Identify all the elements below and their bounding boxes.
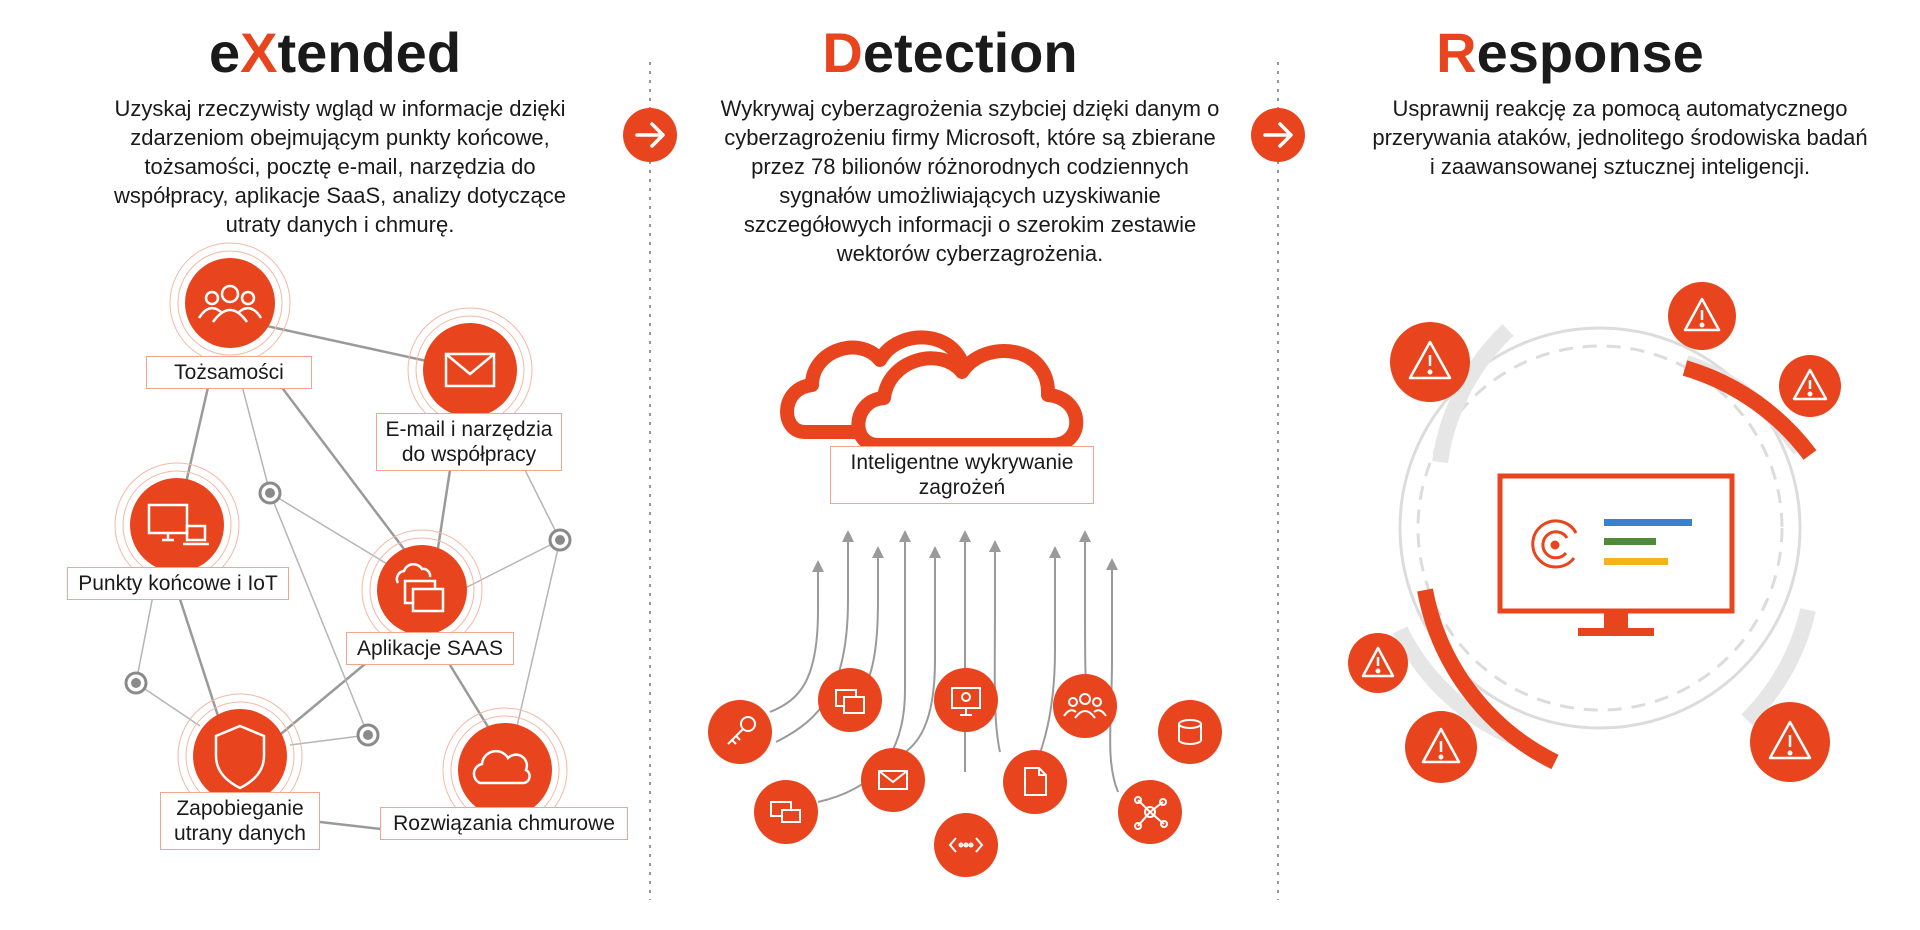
- cloud-label: Rozwiązania chmurowe: [380, 807, 628, 840]
- detection-title-rest: etection: [862, 21, 1078, 84]
- shield-icon: [214, 724, 266, 790]
- monitor-icon: [1497, 473, 1735, 636]
- detection-clouds: [780, 330, 1084, 452]
- extended-title: eXtended: [205, 22, 465, 84]
- endpoints-node: [114, 462, 240, 588]
- cloud-icon: [472, 749, 531, 785]
- endpoints-label: Punkty końcowe i IoT: [67, 567, 289, 600]
- dlp-label: Zapobieganie utrany danych: [160, 792, 320, 850]
- email-label: E-mail i narzędzia do współpracy: [376, 413, 562, 471]
- people-icon: [197, 284, 263, 323]
- arrow-right-icon: [623, 108, 677, 162]
- extended-title-lead: e: [208, 21, 241, 84]
- network-small-node-dots: [131, 488, 565, 740]
- envelope-icon: [444, 352, 496, 388]
- identities-label: Tożsamości: [146, 356, 312, 389]
- extended-description: Uzyskaj rzeczywisty wgląd w informacje d…: [113, 96, 567, 237]
- response-title-highlight: R: [1436, 21, 1477, 84]
- arrow-right-icon: [1251, 108, 1305, 162]
- saas-node: [361, 529, 483, 651]
- response-title-rest: esponse: [1476, 21, 1704, 84]
- laptop-icon: [147, 503, 209, 546]
- signal-arrows: [769, 542, 1119, 803]
- identities-node: [169, 242, 291, 364]
- warning-icon: [1361, 297, 1828, 764]
- detection-title-highlight: D: [822, 21, 863, 84]
- cloud-apps-icon: [395, 562, 445, 613]
- detection-title: Detection: [800, 22, 1100, 84]
- response-ring: [1392, 324, 1817, 770]
- detection-description: Wykrywaj cyberzagrożenia szybciej dzięki…: [720, 96, 1220, 266]
- email-node: [407, 307, 533, 433]
- extended-title-rest: tended: [277, 21, 462, 84]
- saas-label: Aplikacje SAAS: [346, 632, 514, 665]
- signal-source-icons: [727, 687, 1202, 853]
- signal-arrowheads: [812, 530, 1118, 572]
- response-description: Usprawnij reakcję za pomocą automatyczne…: [1372, 96, 1868, 179]
- response-title: Response: [1420, 22, 1720, 84]
- extended-title-highlight: X: [240, 21, 278, 84]
- detection-label: Inteligentne wykrywanie zagrożeń: [830, 446, 1094, 504]
